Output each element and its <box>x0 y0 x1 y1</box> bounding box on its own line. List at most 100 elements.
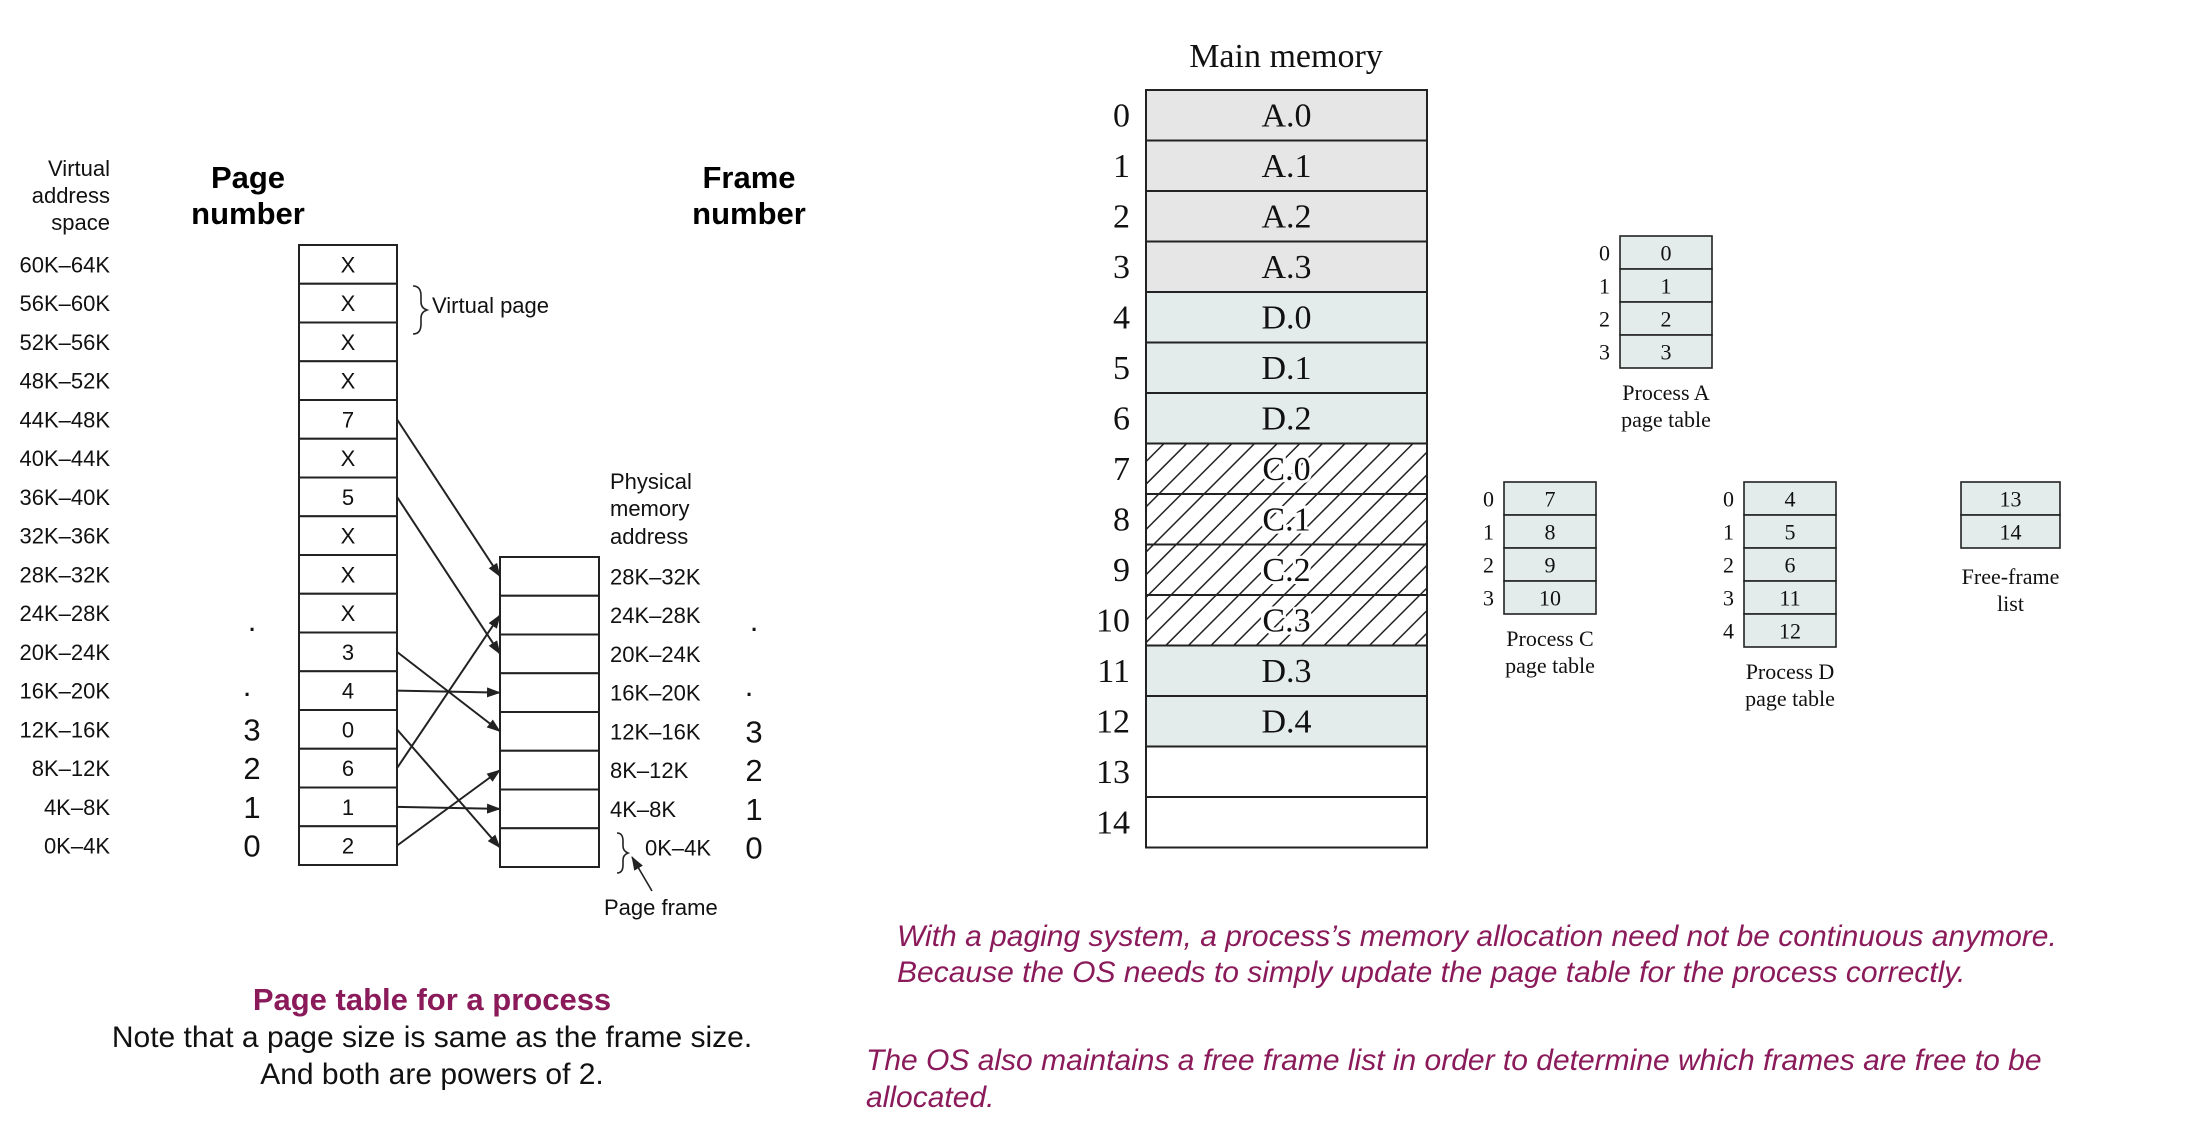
virtual-range-label: 0K–4K <box>44 834 110 859</box>
virtual-range-label: 28K–32K <box>19 562 110 587</box>
memory-frame-label: C.1 <box>1262 501 1310 538</box>
frame-number-value: 2 <box>745 753 762 788</box>
free-frame-caption: list <box>1997 591 2024 616</box>
page-table-row <box>1619 235 1713 270</box>
frame-number-heading: Frame number <box>692 160 806 231</box>
virtual-range-label: 20K–24K <box>19 640 110 665</box>
physical-range-label: 28K–32K <box>610 564 701 589</box>
page-table-frame-value: 1 <box>1661 274 1672 299</box>
physical-address-label-line: address <box>610 524 688 549</box>
virtual-range-label: 16K–20K <box>19 679 110 704</box>
memory-frame-label: D.1 <box>1261 350 1311 387</box>
page-table-row <box>1743 514 1837 549</box>
page-table-index: 3 <box>1483 586 1494 611</box>
frame-number-ellipsis: . <box>750 603 759 638</box>
memory-frame-index: 14 <box>1096 804 1130 841</box>
memory-frame-label: D.2 <box>1261 400 1311 437</box>
physical-frame-cell <box>499 827 600 868</box>
free-list-note-line: allocated. <box>866 1081 994 1114</box>
page-table-cell <box>298 592 398 634</box>
page-to-frame-arrow <box>396 728 501 849</box>
free-frame-entry <box>1960 481 2061 516</box>
physical-frame-cell <box>499 633 600 675</box>
virtual-range-label: 40K–44K <box>19 446 110 471</box>
frame-number-value: 3 <box>745 714 762 749</box>
memory-frame-index: 7 <box>1113 451 1130 488</box>
virtual-range-list: 60K–64K56K–60K52K–56K48K–52K44K–48K40K–4… <box>19 252 110 858</box>
page-table-cell <box>298 825 398 866</box>
memory-frame-label: A.0 <box>1261 97 1311 134</box>
memory-frame-index: 5 <box>1113 350 1130 387</box>
memory-frame-label: A.2 <box>1261 198 1311 235</box>
page-table-note: And both are powers of 2. <box>260 1058 604 1091</box>
page-table-caption: Process D <box>1746 659 1835 684</box>
physical-frame-cell <box>499 788 600 830</box>
page-table-caption-title: Page table for a process <box>253 982 611 1017</box>
physical-range-label: 16K–20K <box>610 681 701 706</box>
free-frame-caption: Free-frame <box>1962 564 2060 589</box>
page-frame-brace: Page frame <box>604 832 718 920</box>
page-table-caption: page table <box>1621 407 1711 432</box>
page-table-entry: 7 <box>342 407 354 432</box>
page-table-entry: X <box>341 252 356 277</box>
page-table-frame-value: 12 <box>1779 619 1801 644</box>
page-table-index: 0 <box>1483 487 1494 512</box>
physical-range-label: 20K–24K <box>610 642 701 667</box>
page-table-index: 3 <box>1599 340 1610 365</box>
virtual-range-label: 52K–56K <box>19 330 110 355</box>
memory-frame-index: 4 <box>1113 299 1130 336</box>
virtual-address-label-line: address <box>32 183 110 208</box>
page-table-index: 0 <box>1723 487 1734 512</box>
virtual-range-label: 56K–60K <box>19 291 110 316</box>
physical-address-heading: Physical memory address <box>610 469 692 549</box>
frame-number-value: 0 <box>745 831 762 866</box>
page-table-row <box>1619 268 1713 303</box>
virtual-page-label: Virtual page <box>432 293 549 318</box>
physical-frame-cell <box>499 556 600 597</box>
memory-frame-label: C.2 <box>1262 552 1310 589</box>
memory-frame-index: 2 <box>1113 198 1130 235</box>
virtual-range-label: 12K–16K <box>19 717 110 742</box>
virtual-address-heading: Virtual address space <box>32 156 110 235</box>
page-table-frame-value: 11 <box>1779 586 1800 611</box>
memory-frame-label: A.3 <box>1261 249 1311 286</box>
page-table-entry: X <box>341 330 356 355</box>
mapping-arrows <box>396 418 501 849</box>
page-table-frame-value: 9 <box>1545 553 1556 578</box>
page-table-frame-value: 10 <box>1539 586 1561 611</box>
memory-frame <box>1145 139 1428 192</box>
memory-frame-index: 10 <box>1096 602 1130 639</box>
virtual-address-label-line: space <box>51 210 110 235</box>
memory-frame <box>1145 695 1428 748</box>
page-table-row <box>1743 481 1837 516</box>
page-number-ellipsis: . <box>243 668 252 703</box>
page-to-frame-arrow <box>396 418 501 578</box>
page-table-note: Note that a page size is same as the fra… <box>112 1021 752 1054</box>
virtual-range-label: 48K–52K <box>19 369 110 394</box>
page-table-frame-value: 4 <box>1785 487 1796 512</box>
memory-frame-index: 11 <box>1097 653 1130 690</box>
page-number-label-line: Page <box>211 160 285 195</box>
page-number-value: 2 <box>243 751 260 786</box>
paging-note: With a paging system, a process’s memory… <box>897 920 2057 989</box>
page-table-entry: X <box>341 601 356 626</box>
page-table-entry: 4 <box>342 679 354 704</box>
page-number-value: 0 <box>243 829 260 864</box>
memory-frame-index: 6 <box>1113 400 1130 437</box>
virtual-range-label: 36K–40K <box>19 485 110 510</box>
page-table-entry: 5 <box>342 485 354 510</box>
physical-range-label: 4K–8K <box>610 797 676 822</box>
physical-frame-cell <box>499 594 600 636</box>
page-table-frame-value: 7 <box>1545 487 1556 512</box>
page-table-row <box>1503 580 1597 615</box>
page-number-heading: Page number <box>191 160 305 231</box>
virtual-range-label: 60K–64K <box>19 252 110 277</box>
memory-frame-label: C.0 <box>1262 451 1310 488</box>
page-table-cell <box>298 670 398 711</box>
memory-frame <box>1145 745 1428 798</box>
page-table-index: 3 <box>1723 586 1734 611</box>
page-table-caption: page table <box>1505 653 1595 678</box>
